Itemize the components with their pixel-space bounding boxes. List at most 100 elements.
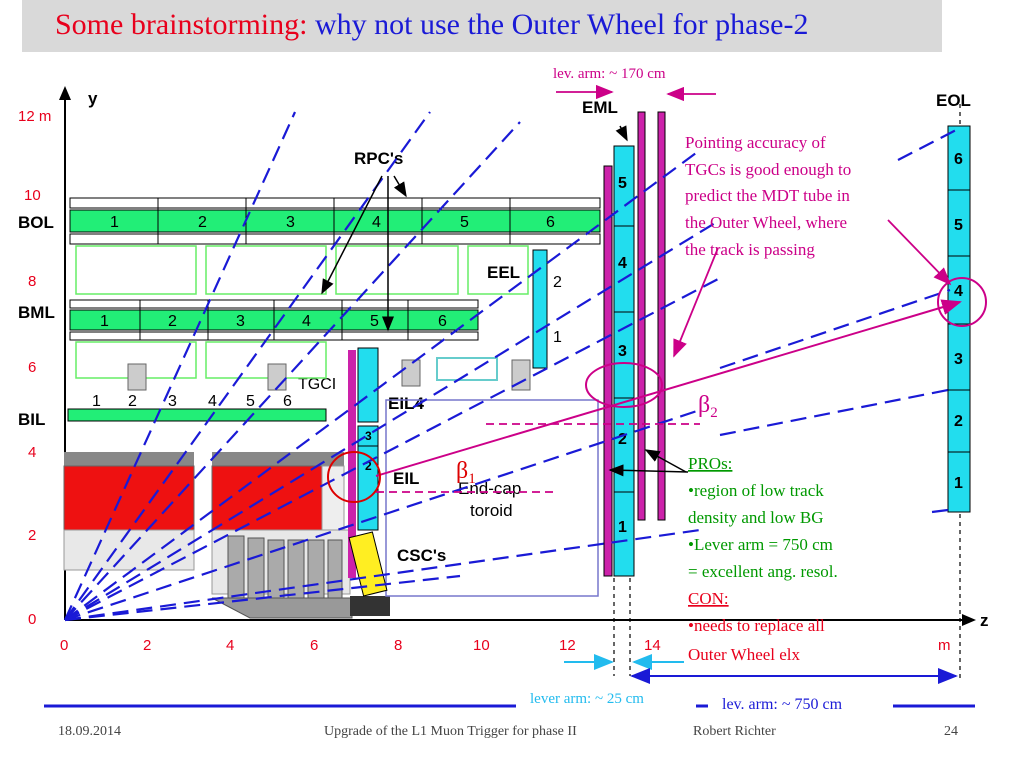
- eel-chamber: [532, 249, 548, 369]
- z-tick: 2: [143, 637, 151, 654]
- eml-sector: 3: [618, 343, 627, 360]
- bil-sector: 6: [283, 393, 292, 410]
- small-wheel: [348, 347, 388, 597]
- title-part1: Some brainstorming:: [55, 8, 308, 41]
- label-eml: EML: [582, 98, 618, 117]
- svg-text:the track is passing: the track is passing: [685, 240, 815, 259]
- label-eil: EIL: [393, 469, 419, 488]
- label-eil4: EIL4: [388, 394, 424, 413]
- eol-chamber: [947, 125, 971, 513]
- bil-sector: 2: [128, 393, 137, 410]
- tgc-big-wheel-1: [603, 165, 613, 577]
- beta1-label: β1: [456, 458, 476, 487]
- bml-sector: 4: [302, 313, 311, 330]
- bol-sector: 1: [110, 214, 119, 231]
- z-tick: 0: [60, 637, 68, 654]
- eml-sector: 2: [618, 431, 627, 448]
- y-tick: 4: [28, 444, 36, 461]
- svg-text:TGCs is good enough to: TGCs is good enough to: [685, 160, 851, 179]
- bml-sector: 2: [168, 313, 177, 330]
- svg-text:= excellent ang. resol.: = excellent ang. resol.: [688, 562, 838, 581]
- tgc-big-wheel-3: [657, 111, 666, 521]
- bml-sector: 6: [438, 313, 447, 330]
- bml-sector: 5: [370, 313, 379, 330]
- bil-sector: 5: [246, 393, 255, 410]
- pointing-note: Pointing accuracy of TGCs is good enough…: [685, 133, 851, 259]
- svg-text:•region of low track: •region of low track: [688, 481, 824, 500]
- eml-sector: 5: [618, 175, 627, 192]
- bol-sector: 4: [372, 214, 381, 231]
- label-eol: EOL: [936, 91, 971, 110]
- label-bml: BML: [18, 303, 55, 322]
- bil-sector: 1: [92, 393, 101, 410]
- lever-arm-small: lever arm: ~ 25 cm: [530, 691, 644, 707]
- y-tick: 8: [28, 273, 36, 290]
- eml-sector: 1: [618, 519, 627, 536]
- y-tick: 6: [28, 359, 36, 376]
- eml-sector: 4: [618, 255, 627, 272]
- bil-sector: 4: [208, 393, 217, 410]
- eel-sector: 1: [553, 329, 562, 346]
- eol-sector: 3: [954, 351, 963, 368]
- eil4-sector: 2: [365, 459, 372, 473]
- footer-date: 18.09.2014: [58, 724, 121, 739]
- label-rpc: RPC's: [354, 149, 403, 168]
- bol-sector: 6: [546, 214, 555, 231]
- guide-lines: [613, 104, 961, 680]
- svg-text:Pointing accuracy of: Pointing accuracy of: [685, 133, 826, 152]
- z-tick: 6: [310, 637, 318, 654]
- track-lines: [327, 219, 987, 503]
- pros-cons: PROs: •region of low track density and l…: [688, 454, 838, 664]
- label-bil: BIL: [18, 410, 45, 429]
- y-tick: 0: [28, 611, 36, 628]
- footer-talk-title: Upgrade of the L1 Muon Trigger for phase…: [324, 724, 577, 739]
- slide-title: Some brainstorming: why not use the Oute…: [55, 8, 808, 42]
- toroid-label-bg: [438, 470, 550, 528]
- bol-sector: 2: [198, 214, 207, 231]
- grey-supports: [127, 359, 531, 391]
- bml-chamber: [69, 299, 479, 341]
- eil4-sector: 3: [365, 429, 372, 443]
- eel-sector: 2: [553, 274, 562, 291]
- footer-author: Robert Richter: [693, 724, 776, 739]
- z-unit: m: [938, 637, 951, 654]
- label-tgci: TGCI: [298, 376, 336, 393]
- bml-sector: 3: [236, 313, 245, 330]
- svg-text:•needs to replace all: •needs to replace all: [688, 616, 825, 635]
- pros-title: PROs:: [688, 454, 732, 473]
- z-tick: 10: [473, 637, 490, 654]
- label-csc: CSC's: [397, 546, 446, 565]
- z-tick: 8: [394, 637, 402, 654]
- svg-text:predict the MDT tube in: predict the MDT tube in: [685, 186, 850, 205]
- bil-chamber: [67, 408, 327, 422]
- eol-sector: 1: [954, 475, 963, 492]
- label-bol: BOL: [18, 213, 54, 232]
- y-axis-label: y: [88, 89, 98, 108]
- bol-sector: 3: [286, 214, 295, 231]
- bil-sector: 3: [168, 393, 177, 410]
- beta2-label: β2: [698, 392, 718, 421]
- y-tick: 2: [28, 527, 36, 544]
- y-unit: 12 m: [18, 108, 51, 125]
- toroid-label-1: End-cap: [458, 479, 521, 498]
- cyan-frame: [436, 357, 498, 381]
- bol-chamber: [69, 197, 601, 245]
- con-title: CON:: [688, 589, 729, 608]
- lever-arm-large: lev. arm: ~ 750 cm: [722, 696, 843, 713]
- lever-arm-top: lev. arm: ~ 170 cm: [553, 66, 666, 82]
- rpc-arrows: [321, 125, 628, 332]
- eol-sector: 6: [954, 151, 963, 168]
- bol-sector: 5: [460, 214, 469, 231]
- toroid-label-2: toroid: [470, 501, 513, 520]
- label-eel: EEL: [487, 263, 520, 282]
- z-tick: 4: [226, 637, 234, 654]
- svg-text:density and low BG: density and low BG: [688, 508, 824, 527]
- eol-sector: 2: [954, 413, 963, 430]
- eol-sector: 5: [954, 217, 963, 234]
- z-tick: 12: [559, 637, 576, 654]
- footer-page-number: 24: [944, 724, 958, 739]
- eol-sector: 4: [954, 283, 963, 300]
- bml-sector: 1: [100, 313, 109, 330]
- svg-text:Outer Wheel elx: Outer Wheel elx: [688, 645, 801, 664]
